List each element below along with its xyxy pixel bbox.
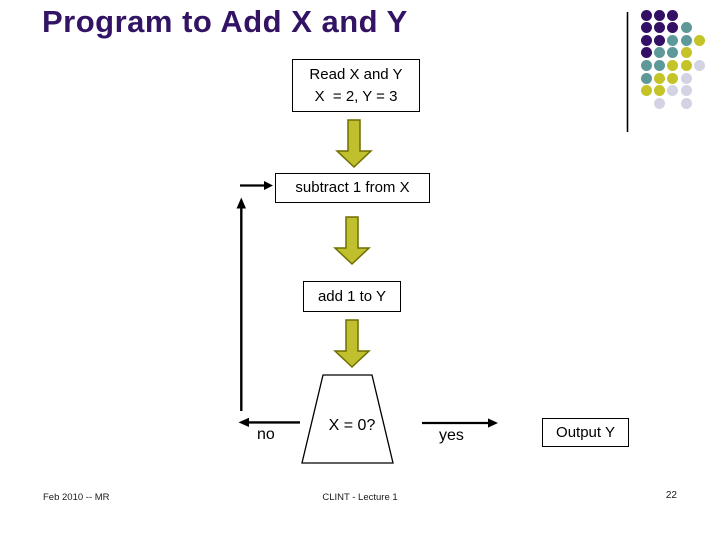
- decorative-dot: [641, 85, 653, 97]
- yes-branch-arrowhead-right: [488, 418, 498, 428]
- decorative-dot: [641, 22, 653, 34]
- footer-date: Feb 2010 -- MR: [43, 492, 110, 503]
- entry-arrowhead: [264, 181, 273, 190]
- decorative-dot: [654, 72, 666, 84]
- output-box: Output Y: [542, 418, 629, 447]
- subtract-box: subtract 1 from X: [275, 173, 430, 203]
- decorative-dot: [680, 85, 692, 97]
- decorative-dot: [654, 9, 666, 21]
- decorative-dot: [667, 72, 679, 84]
- decorative-dot: [693, 34, 705, 46]
- decision-trapezoid: [301, 374, 394, 464]
- subtract-box-label: subtract 1 from X: [295, 179, 410, 197]
- output-box-label: Output Y: [556, 423, 615, 441]
- read-box-line2: X = 2, Y = 3: [314, 87, 398, 105]
- decorative-dot: [693, 59, 705, 71]
- decorative-dot: [654, 85, 666, 97]
- decorative-dot: [654, 34, 666, 46]
- branch-no-label: no: [257, 426, 275, 443]
- decorative-dot: [654, 22, 666, 34]
- decorative-dot: [680, 22, 692, 34]
- loop-arrowhead-up: [236, 197, 246, 209]
- decorative-dot: [667, 85, 679, 97]
- no-branch-arrowhead-left: [238, 417, 249, 427]
- decorative-dot: [654, 59, 666, 71]
- down-block-arrow-1: [335, 119, 373, 169]
- decorative-dot: [667, 22, 679, 34]
- decorative-dot: [667, 47, 679, 59]
- decorative-dot: [667, 34, 679, 46]
- decorative-dot: [654, 47, 666, 59]
- decorative-dot: [641, 9, 653, 21]
- slide-title: Program to Add X and Y: [42, 4, 408, 39]
- decorative-dot: [641, 47, 653, 59]
- decorative-dot: [680, 59, 692, 71]
- read-box: Read X and Y X = 2, Y = 3: [292, 59, 420, 112]
- decorative-dot: [641, 72, 653, 84]
- decision-label: X = 0?: [328, 417, 376, 434]
- decorative-dot: [680, 97, 692, 109]
- decorative-dot: [641, 59, 653, 71]
- decorative-dot: [654, 97, 666, 109]
- add-box: add 1 to Y: [303, 281, 401, 312]
- branch-yes-label: yes: [439, 427, 464, 444]
- page-number: 22: [665, 490, 677, 501]
- footer-course: CLINT - Lecture 1: [322, 492, 398, 503]
- down-block-arrow-3: [333, 319, 371, 369]
- decorative-dot: [667, 59, 679, 71]
- decorative-dot: [680, 47, 692, 59]
- decorative-dot: [680, 34, 692, 46]
- add-box-label: add 1 to Y: [317, 287, 387, 305]
- read-box-line1: Read X and Y: [309, 65, 403, 83]
- down-block-arrow-2: [333, 216, 371, 266]
- decorative-dot: [641, 34, 653, 46]
- decorative-dot: [680, 72, 692, 84]
- decorative-dot: [667, 9, 679, 21]
